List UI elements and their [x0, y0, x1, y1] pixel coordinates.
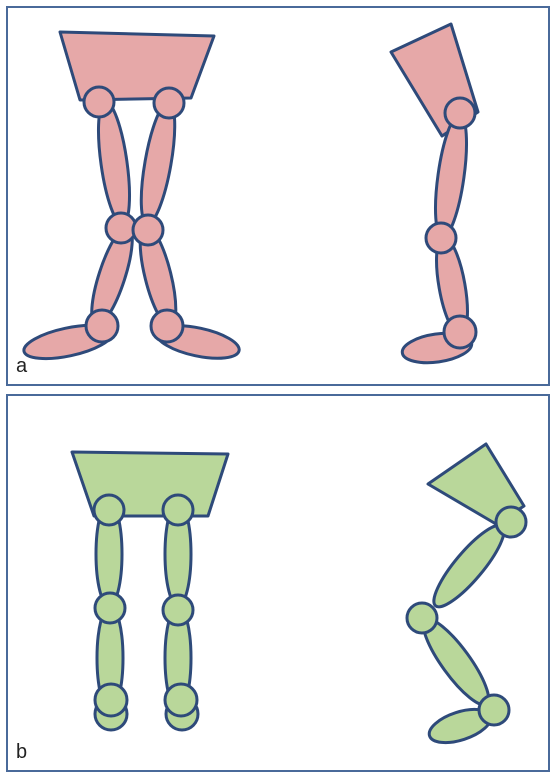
left-thigh: [92, 100, 135, 226]
left-ankle-joint: [95, 684, 127, 716]
left-knee-joint: [106, 213, 136, 243]
side-knee-joint: [426, 223, 456, 253]
side-view-leg: [407, 444, 526, 749]
panel-a: a: [6, 6, 550, 386]
right-knee-joint: [133, 215, 163, 245]
right-ankle-joint: [165, 684, 197, 716]
panel-a-label: a: [16, 355, 27, 378]
panel-a-figure: [8, 8, 548, 384]
side-thigh: [429, 113, 472, 239]
side-hip-joint: [445, 98, 475, 128]
pelvis-front: [60, 32, 214, 100]
left-hip-joint: [84, 87, 114, 117]
right-hip-joint: [163, 495, 193, 525]
side-view-leg: [391, 24, 478, 367]
front-view-legs: [21, 32, 242, 365]
right-ankle-joint: [151, 310, 183, 342]
side-ankle-joint: [479, 695, 509, 725]
right-knee-joint: [163, 595, 193, 625]
left-ankle-joint: [86, 310, 118, 342]
side-ankle-joint: [444, 316, 476, 348]
left-knee-joint: [95, 593, 125, 623]
panel-b-label: b: [16, 741, 27, 764]
front-view-legs: [72, 452, 228, 730]
side-knee-joint: [407, 603, 437, 633]
right-hip-joint: [154, 88, 184, 118]
panel-b-figure: [8, 396, 548, 770]
panel-b: b: [6, 394, 550, 772]
left-hip-joint: [94, 495, 124, 525]
side-hip-joint: [496, 507, 526, 537]
right-thigh: [134, 100, 181, 227]
